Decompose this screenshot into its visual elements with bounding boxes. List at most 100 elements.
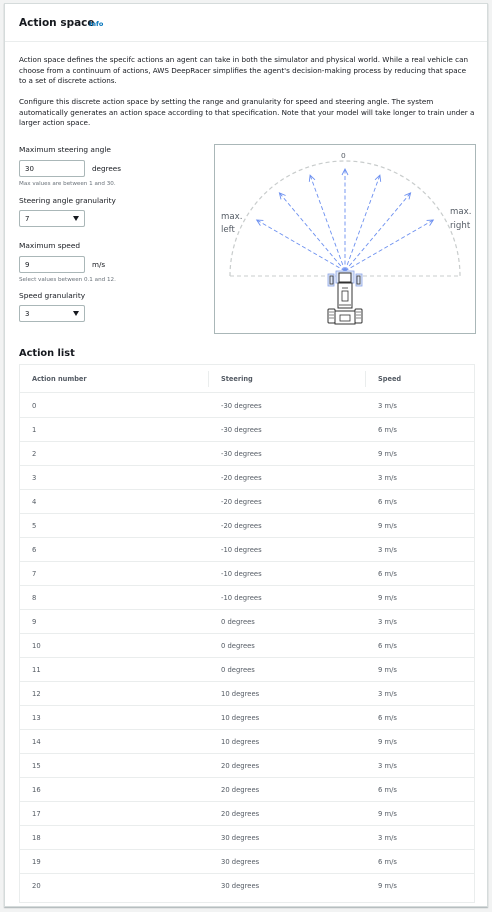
- steering-cell: -20 degrees: [221, 522, 262, 530]
- steering-granularity-select[interactable]: 7: [19, 210, 85, 227]
- steering-cell: -30 degrees: [221, 402, 262, 410]
- max-steering-input[interactable]: 30: [19, 160, 85, 177]
- column-separator: [365, 371, 366, 387]
- caret-down-icon: [73, 311, 79, 316]
- steering-cell: 10 degrees: [221, 714, 260, 722]
- caret-down-icon: [73, 216, 79, 221]
- steering-cell: 30 degrees: [221, 882, 260, 890]
- action-number-cell: 4: [32, 498, 37, 506]
- steering-ray: [344, 219, 434, 272]
- steering-cell: 10 degrees: [221, 738, 260, 746]
- steering-ray: [256, 219, 346, 272]
- speed-cell: 9 m/s: [378, 738, 397, 746]
- action-space-diagram: 0 max. left max. right: [214, 144, 476, 334]
- speed-cell: 6 m/s: [378, 642, 397, 650]
- speed-granularity-value: 3: [25, 310, 30, 318]
- steering-cell: 20 degrees: [221, 762, 260, 770]
- action-number-cell: 13: [32, 714, 41, 722]
- action-list-table: Action number Steering Speed 0-30 degree…: [19, 364, 475, 903]
- action-number-cell: 10: [32, 642, 41, 650]
- steering-cell: -10 degrees: [221, 594, 262, 602]
- steering-cell: 20 degrees: [221, 786, 260, 794]
- speed-granularity-label: Speed granularity: [19, 291, 86, 300]
- speed-cell: 6 m/s: [378, 714, 397, 722]
- table-row: 19 30 degrees 6 m/s: [20, 850, 474, 874]
- steering-cell: -20 degrees: [221, 498, 262, 506]
- arrowhead-icon: [341, 167, 349, 176]
- action-number-cell: 7: [32, 570, 37, 578]
- column-header-action-number: Action number: [32, 375, 87, 383]
- max-right-label-line1: max.: [450, 207, 472, 217]
- speed-cell: 3 m/s: [378, 618, 397, 626]
- speed-cell: 9 m/s: [378, 666, 397, 674]
- speed-cell: 6 m/s: [378, 786, 397, 794]
- max-speed-label: Maximum speed: [19, 241, 81, 250]
- speed-cell: 3 m/s: [378, 474, 397, 482]
- column-header-speed: Speed: [378, 375, 402, 383]
- arrowhead-icon: [426, 219, 435, 226]
- speed-cell: 3 m/s: [378, 834, 397, 842]
- action-list-title: Action list: [19, 348, 75, 359]
- speed-cell: 9 m/s: [378, 810, 397, 818]
- action-number-cell: 17: [32, 810, 41, 818]
- panel-title: Action space: [19, 17, 95, 29]
- arrowhead-icon: [255, 219, 264, 226]
- speed-cell: 9 m/s: [378, 882, 397, 890]
- speed-cell: 3 m/s: [378, 690, 397, 698]
- steering-cell: -10 degrees: [221, 570, 262, 578]
- max-speed-unit: m/s: [92, 260, 106, 269]
- speed-granularity-select[interactable]: 3: [19, 305, 85, 322]
- speed-cell: 3 m/s: [378, 402, 397, 410]
- arrowhead-icon: [308, 174, 316, 182]
- steering-cell: 0 degrees: [221, 666, 255, 674]
- steering-ray: [344, 192, 411, 272]
- action-number-cell: 18: [32, 834, 41, 842]
- column-separator: [208, 371, 209, 387]
- action-number-cell: 8: [32, 594, 37, 602]
- max-steering-label: Maximum steering angle: [19, 145, 111, 154]
- max-speed-input[interactable]: 9: [19, 256, 85, 273]
- action-space-graphic: [229, 160, 461, 325]
- steering-ray: [309, 175, 346, 272]
- action-number-cell: 3: [32, 474, 37, 482]
- steering-cell: 20 degrees: [221, 810, 260, 818]
- speed-cell: 6 m/s: [378, 858, 397, 866]
- action-number-cell: 11: [32, 666, 41, 674]
- steering-granularity-label: Steering angle granularity: [19, 196, 116, 205]
- description-paragraph-2: Configure this discrete action space by …: [19, 97, 475, 128]
- action-number-cell: 14: [32, 738, 41, 746]
- info-link[interactable]: Info: [89, 20, 104, 28]
- action-number-cell: 9: [32, 618, 37, 626]
- speed-cell: 9 m/s: [378, 450, 397, 458]
- speed-cell: 6 m/s: [378, 426, 397, 434]
- action-number-cell: 1: [32, 426, 37, 434]
- max-left-label-line1: max.: [221, 212, 243, 222]
- table-row: 17 20 degrees 9 m/s: [20, 802, 474, 826]
- description-paragraph-1: Action space defines the specifc actions…: [19, 55, 469, 86]
- steering-cell: 10 degrees: [221, 690, 260, 698]
- action-number-cell: 15: [32, 762, 41, 770]
- steering-cell: 30 degrees: [221, 858, 260, 866]
- table-row: 14 10 degrees 9 m/s: [20, 730, 474, 754]
- steering-granularity-value: 7: [25, 215, 30, 223]
- action-space-panel: Action space Info Action space defines t…: [4, 3, 488, 907]
- table-row: 4 -20 degrees 6 m/s: [20, 490, 474, 514]
- speed-cell: 6 m/s: [378, 498, 397, 506]
- action-number-cell: 19: [32, 858, 41, 866]
- table-header: Action number Steering Speed: [20, 365, 474, 393]
- action-number-cell: 20: [32, 882, 41, 890]
- steering-ray: [279, 192, 346, 272]
- action-number-cell: 12: [32, 690, 41, 698]
- car-icon: [327, 270, 363, 325]
- max-right-label-line2: right: [450, 221, 471, 231]
- arrowhead-icon: [374, 174, 382, 182]
